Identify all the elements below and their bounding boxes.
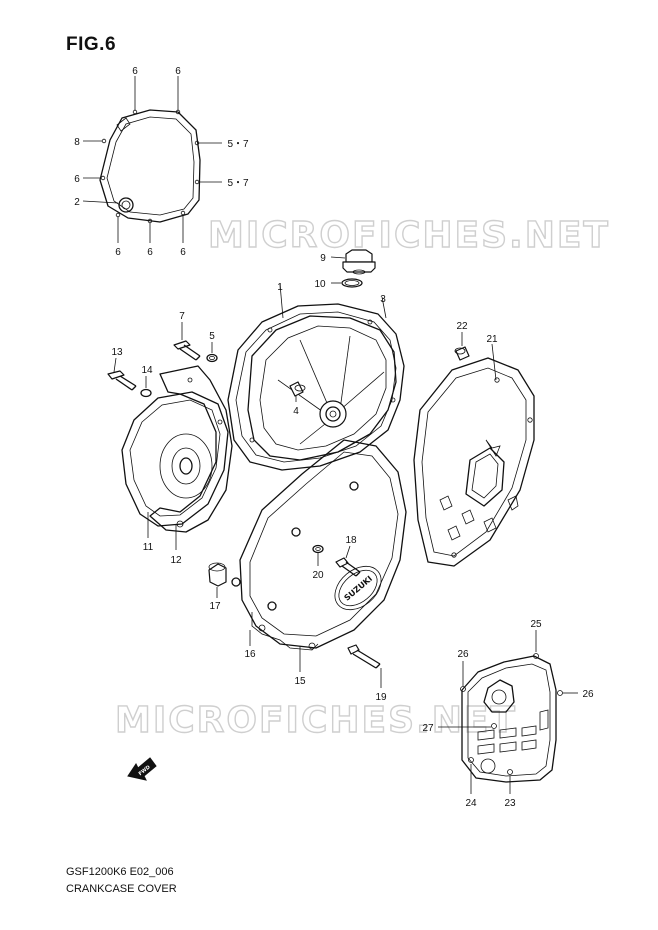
callout-6: 6 <box>175 66 181 77</box>
fwd-direction-arrow: FWD <box>127 757 157 781</box>
callout-12: 12 <box>170 555 182 566</box>
callout-2: 2 <box>74 197 80 208</box>
callout-18: 18 <box>345 535 357 546</box>
callout-6: 6 <box>180 247 186 258</box>
callout-27: 27 <box>422 723 434 734</box>
callout-6: 6 <box>132 66 138 77</box>
callout-15: 15 <box>294 676 306 687</box>
generator-cover: SUZUKI <box>208 439 407 688</box>
callout-7: 7 <box>179 311 185 322</box>
callout-19: 19 <box>375 692 387 703</box>
callout-14: 14 <box>141 365 153 376</box>
callout-22: 22 <box>456 321 468 332</box>
callout-5: 5 <box>209 331 215 342</box>
callout-labels: 6 6 8 5・7 6 5・7 2 6 6 6 9 10 1 3 22 21 7… <box>74 66 594 809</box>
drawing-name: CRANKCASE COVER <box>66 883 177 895</box>
oil-filler-cap <box>330 249 376 288</box>
callout-6: 6 <box>147 247 153 258</box>
callout-17: 17 <box>209 601 221 612</box>
outer-cover-assembly <box>82 76 222 243</box>
callout-13: 13 <box>111 347 123 358</box>
callout-26: 26 <box>582 689 594 700</box>
callout-9: 9 <box>320 253 326 264</box>
watermark-top: MICROFICHES.NET <box>208 215 610 256</box>
callout-6: 6 <box>115 247 121 258</box>
callout-24: 24 <box>465 798 477 809</box>
right-side-cover <box>413 332 535 567</box>
callout-16: 16 <box>244 649 256 660</box>
callout-3: 3 <box>380 294 386 305</box>
callout-11: 11 <box>143 542 154 553</box>
callout-21: 21 <box>486 334 498 345</box>
main-crankcase-cover <box>227 283 405 471</box>
left-cover-assembly <box>107 322 233 550</box>
callout-20: 20 <box>312 570 324 581</box>
figure-title: FIG.6 <box>66 34 117 55</box>
callout-25: 25 <box>530 619 542 630</box>
callout-26: 26 <box>457 649 469 660</box>
callout-1: 1 <box>277 282 283 293</box>
callout-23: 23 <box>504 798 516 809</box>
callout-8: 8 <box>74 137 80 148</box>
callout-4: 4 <box>293 406 299 417</box>
lower-right-plate <box>438 630 578 794</box>
watermark-bottom: MICROFICHES.NET <box>115 700 517 741</box>
drawing-code: GSF1200K6 E02_006 <box>66 866 174 878</box>
callout-5-7: 5・7 <box>227 178 249 189</box>
callout-6: 6 <box>74 174 80 185</box>
callout-5-7: 5・7 <box>227 139 249 150</box>
callout-10: 10 <box>314 279 326 290</box>
